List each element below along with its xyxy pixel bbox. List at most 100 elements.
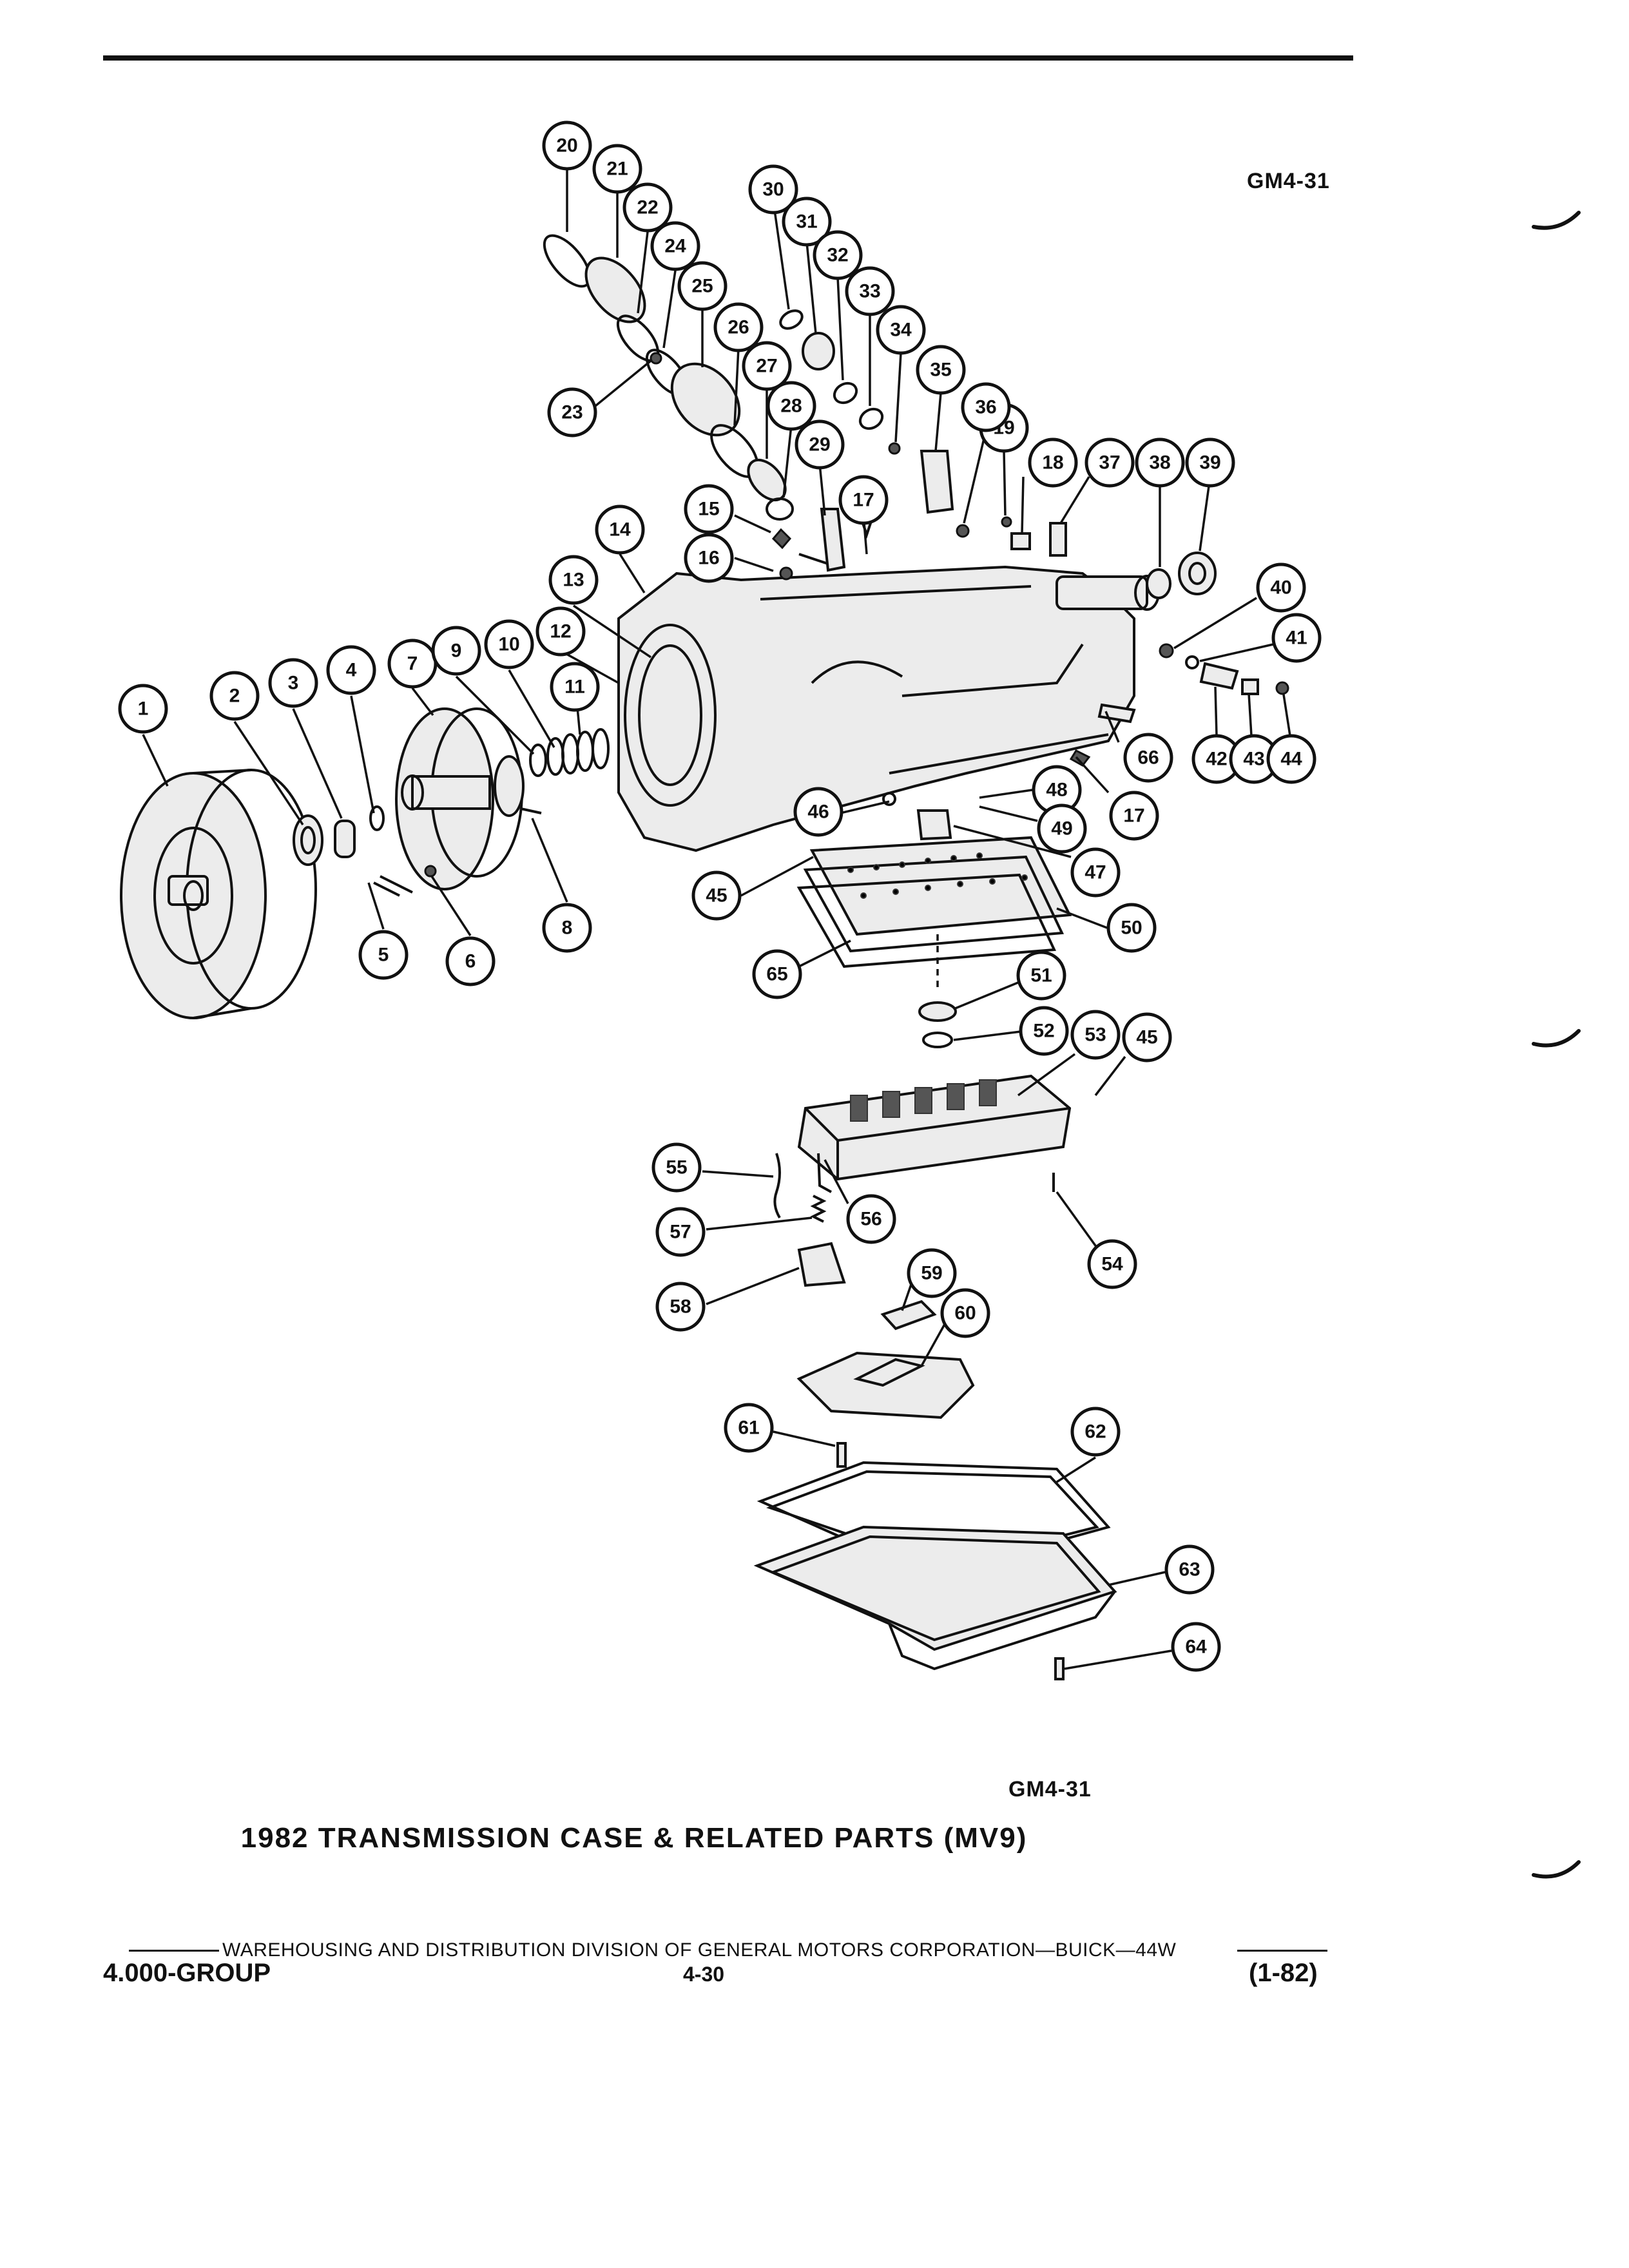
callout: 7 <box>387 639 438 689</box>
svg-text:29: 29 <box>809 434 830 456</box>
callout: 21 <box>592 144 642 194</box>
callout: 31 <box>782 197 832 247</box>
svg-text:4: 4 <box>346 660 357 681</box>
svg-text:23: 23 <box>561 402 583 423</box>
callout: 33 <box>845 266 895 316</box>
callout: 23 <box>547 387 597 437</box>
pump-seal-rings <box>529 728 610 777</box>
svg-text:42: 42 <box>1206 749 1227 770</box>
svg-text:33: 33 <box>859 281 880 302</box>
svg-text:41: 41 <box>1286 628 1307 649</box>
callout: 12 <box>535 606 586 657</box>
callout: 17 <box>1109 791 1159 841</box>
callout: 29 <box>795 419 845 470</box>
svg-text:21: 21 <box>606 159 628 180</box>
transmission-case <box>617 565 1160 852</box>
footer-date: (1-82) <box>1249 1959 1318 1987</box>
callout: 52 <box>1019 1006 1069 1056</box>
caption-text: 1982 TRANSMISSION CASE & RELATED PARTS (… <box>240 1822 1028 1854</box>
margin-mark <box>1532 1860 1581 1879</box>
callout: 32 <box>813 230 863 280</box>
callout: 6 <box>445 936 496 986</box>
callout: 38 <box>1135 437 1185 488</box>
svg-text:55: 55 <box>666 1157 687 1178</box>
valve-body-spacer-and-gaskets <box>796 792 1072 992</box>
svg-text:57: 57 <box>670 1222 691 1243</box>
callout: 60 <box>940 1288 990 1338</box>
svg-text:28: 28 <box>780 396 802 417</box>
callout: 24 <box>650 221 700 271</box>
svg-text:1: 1 <box>138 698 149 720</box>
callout: 53 <box>1070 1010 1121 1060</box>
svg-text:58: 58 <box>670 1296 691 1318</box>
callout: 30 <box>748 164 798 215</box>
callout: 45 <box>1122 1012 1172 1062</box>
svg-text:31: 31 <box>796 211 817 233</box>
svg-text:44: 44 <box>1280 749 1302 770</box>
filter-seal <box>918 1001 957 1048</box>
detent-spring-and-roller <box>773 1153 846 1287</box>
footer-rule-right <box>1237 1950 1327 1952</box>
svg-text:47: 47 <box>1084 862 1106 883</box>
svg-text:24: 24 <box>664 236 686 257</box>
figure-code-bottom: GM4-31 <box>1008 1777 1092 1802</box>
svg-text:18: 18 <box>1042 452 1063 474</box>
svg-text:16: 16 <box>698 548 719 569</box>
callout: 62 <box>1070 1407 1121 1457</box>
callout: 40 <box>1256 562 1306 613</box>
callout: 36 <box>961 382 1011 432</box>
svg-text:32: 32 <box>827 245 848 266</box>
svg-text:45: 45 <box>706 885 727 907</box>
callout: 11 <box>550 662 600 712</box>
oil-filter <box>796 1300 975 1468</box>
svg-text:61: 61 <box>738 1418 759 1439</box>
callout: 27 <box>742 341 792 391</box>
svg-text:15: 15 <box>698 499 719 520</box>
callout: 14 <box>595 505 645 555</box>
callout: 54 <box>1087 1239 1137 1289</box>
callout: 1 <box>118 684 168 734</box>
callout: 65 <box>752 949 802 999</box>
callout: 48 <box>1032 765 1082 815</box>
callout: 45 <box>691 870 742 921</box>
callout: 2 <box>209 671 260 721</box>
svg-text:35: 35 <box>930 360 951 381</box>
svg-text:43: 43 <box>1243 749 1264 770</box>
svg-text:14: 14 <box>609 519 631 541</box>
svg-text:10: 10 <box>498 634 519 655</box>
callout: 20 <box>542 120 592 171</box>
svg-text:5: 5 <box>378 945 389 966</box>
top-rule <box>103 55 1353 61</box>
extension-parts <box>1001 516 1217 599</box>
callout: 49 <box>1037 803 1087 854</box>
callout: 44 <box>1266 734 1316 784</box>
callout: 35 <box>916 345 966 395</box>
oil-pump-assembly <box>373 707 525 897</box>
callout: 25 <box>677 261 728 311</box>
svg-text:48: 48 <box>1046 780 1067 801</box>
svg-text:6: 6 <box>465 951 476 972</box>
bolts <box>380 749 1091 894</box>
svg-text:13: 13 <box>563 570 584 591</box>
callout: 64 <box>1171 1622 1221 1672</box>
callout: 9 <box>431 626 481 676</box>
callout: 34 <box>876 305 926 355</box>
callout: 15 <box>684 484 734 534</box>
svg-text:49: 49 <box>1051 818 1072 840</box>
callout: 57 <box>655 1207 706 1257</box>
svg-text:20: 20 <box>556 135 577 157</box>
svg-text:8: 8 <box>562 918 573 939</box>
footer-division: WAREHOUSING AND DISTRIBUTION DIVISION OF… <box>222 1939 1177 1961</box>
svg-text:46: 46 <box>807 802 829 823</box>
svg-text:56: 56 <box>860 1209 882 1230</box>
figure-code-top: GM4-31 <box>1247 169 1330 193</box>
control-valve-assembly <box>797 1074 1072 1192</box>
callout: 58 <box>655 1282 706 1332</box>
callout: 18 <box>1028 437 1078 488</box>
svg-text:12: 12 <box>550 621 571 642</box>
svg-text:50: 50 <box>1121 918 1142 939</box>
callout: 50 <box>1106 903 1157 953</box>
callout: 4 <box>326 645 376 695</box>
